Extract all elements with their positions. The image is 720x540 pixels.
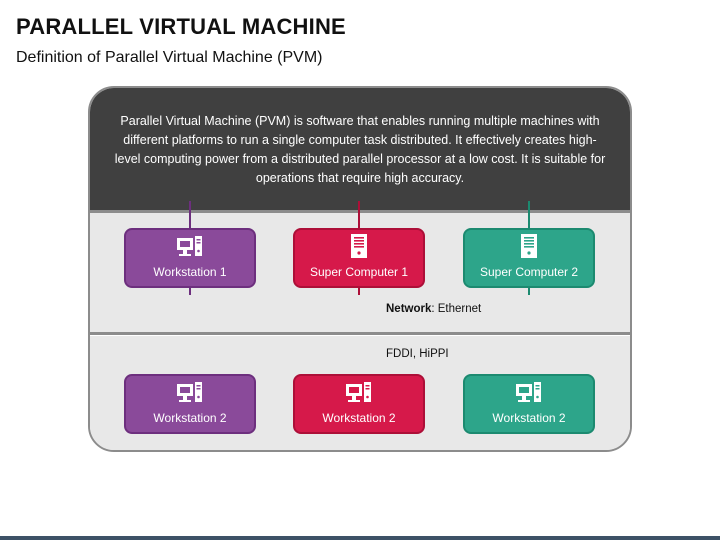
node-workstation-2-right: Workstation 2 <box>463 374 595 434</box>
node-label: Super Computer 1 <box>309 265 409 279</box>
node-workstation-2-middle: Workstation 2 <box>293 374 425 434</box>
desktop-computer-icon <box>346 382 372 407</box>
page-title: PARALLEL VIRTUAL MACHINE <box>16 14 346 39</box>
divider-line <box>90 210 630 213</box>
server-icon <box>521 234 537 261</box>
footer-bar <box>0 536 720 540</box>
node-label: Workstation 2 <box>322 411 396 425</box>
node-super-computer-2: Super Computer 2 <box>463 228 595 288</box>
node-label: Workstation 2 <box>492 411 566 425</box>
network-label: Network: Ethernet <box>386 303 481 315</box>
node-workstation-1: Workstation 1 <box>124 228 256 288</box>
network-label-key: Network <box>386 303 432 315</box>
network-secondary-label: FDDI, HiPPI <box>386 348 449 360</box>
node-super-computer-1: Super Computer 1 <box>293 228 425 288</box>
node-label: Super Computer 2 <box>479 265 579 279</box>
desktop-computer-icon <box>516 382 542 407</box>
network-divider-line <box>90 332 630 335</box>
node-label: Workstation 2 <box>153 411 227 425</box>
desktop-computer-icon <box>177 382 203 407</box>
page-subtitle: Definition of Parallel Virtual Machine (… <box>16 49 323 66</box>
definition-box: Parallel Virtual Machine (PVM) is softwa… <box>90 88 630 212</box>
server-icon <box>351 234 367 261</box>
node-label: Workstation 1 <box>153 265 227 279</box>
network-label-value: : Ethernet <box>431 303 482 315</box>
desktop-computer-icon <box>177 236 203 261</box>
node-workstation-2-left: Workstation 2 <box>124 374 256 434</box>
definition-text: Parallel Virtual Machine (PVM) is softwa… <box>114 114 606 185</box>
